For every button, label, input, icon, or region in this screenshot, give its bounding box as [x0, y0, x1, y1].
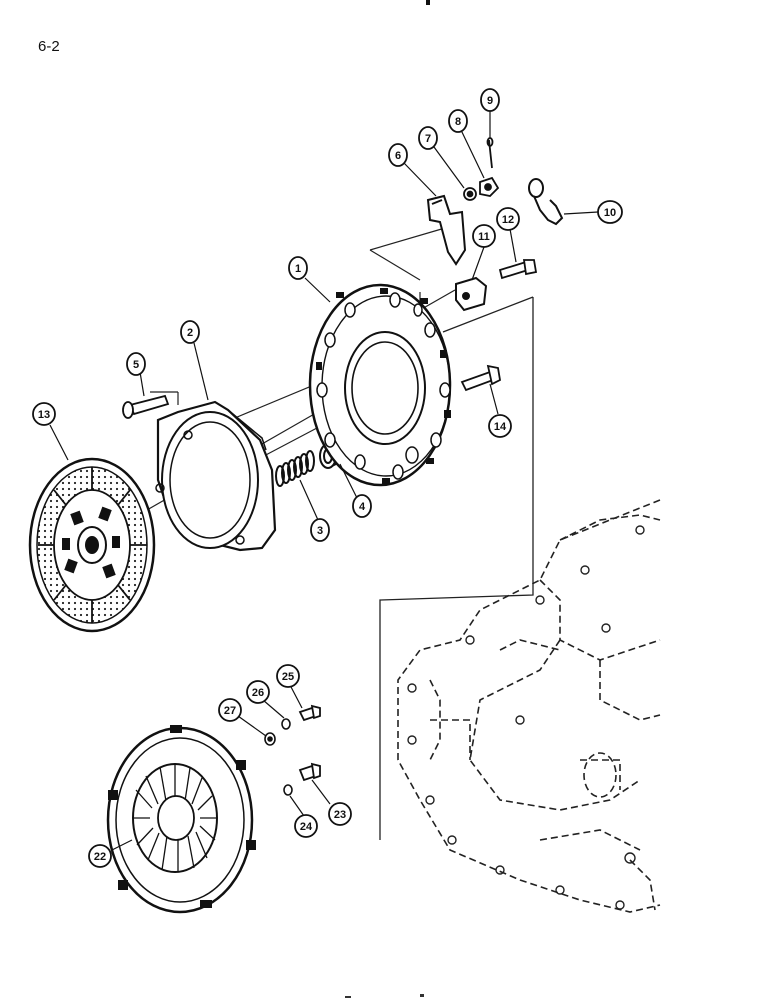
svg-text:2: 2	[187, 327, 193, 339]
svg-text:27: 27	[224, 705, 236, 717]
clutch-disc	[28, 457, 156, 633]
svg-text:3: 3	[317, 525, 323, 537]
page-number: 6-2	[38, 38, 60, 55]
callout-5: 5	[126, 352, 146, 376]
callout-14: 14	[488, 414, 512, 438]
callout-4: 4	[352, 494, 372, 518]
svg-text:23: 23	[334, 809, 346, 821]
svg-text:14: 14	[494, 421, 507, 433]
nut-8	[479, 176, 500, 197]
callout-24: 24	[294, 814, 318, 838]
leader-lines	[49, 110, 599, 851]
housing-bolt-holes	[407, 525, 645, 910]
washer-7	[463, 187, 477, 201]
spring-clip	[528, 178, 564, 226]
callout-12: 12	[496, 207, 520, 231]
callout-22: 22	[88, 844, 112, 868]
bolt-12	[498, 259, 538, 280]
svg-text:11: 11	[478, 231, 490, 243]
clutch-housing	[308, 283, 452, 487]
svg-text:6: 6	[395, 150, 401, 162]
callout-7: 7	[418, 126, 438, 150]
svg-text:24: 24	[300, 821, 313, 833]
callout-2: 2	[180, 320, 200, 344]
callout-11: 11	[472, 224, 496, 248]
svg-text:8: 8	[455, 116, 461, 128]
svg-text:7: 7	[425, 133, 431, 145]
svg-text:10: 10	[604, 207, 616, 219]
svg-text:5: 5	[133, 359, 139, 371]
callout-9: 9	[480, 88, 500, 112]
callout-27: 27	[218, 698, 242, 722]
release-plate	[155, 400, 277, 552]
callout-13: 13	[32, 402, 56, 426]
callout-23: 23	[328, 802, 352, 826]
callout-8: 8	[448, 109, 468, 133]
svg-text:4: 4	[359, 501, 366, 513]
alignment-frame	[379, 296, 534, 840]
transmission-housing	[397, 499, 661, 913]
bottom-marks	[345, 994, 424, 998]
lever	[426, 194, 467, 266]
svg-text:13: 13	[38, 409, 50, 421]
svg-text:22: 22	[94, 851, 106, 863]
svg-text:25: 25	[282, 671, 294, 683]
washer-24	[283, 784, 293, 796]
callout-10: 10	[597, 200, 623, 224]
block	[455, 276, 488, 312]
bolt-14	[460, 364, 501, 392]
svg-text:12: 12	[502, 214, 514, 226]
svg-text:1: 1	[295, 263, 301, 275]
callout-25: 25	[276, 664, 300, 688]
svg-text:9: 9	[487, 95, 493, 107]
cotter-pin-9	[486, 137, 494, 169]
spring	[275, 450, 315, 487]
washer-26	[281, 718, 291, 730]
nut-27	[264, 732, 276, 746]
pressure-plate	[106, 725, 256, 914]
callout-6: 6	[388, 143, 408, 167]
callout-1: 1	[288, 256, 308, 280]
bolt-25	[298, 704, 321, 722]
bolt-5	[122, 394, 170, 419]
callout-26: 26	[246, 680, 270, 704]
svg-text:26: 26	[252, 687, 264, 699]
callout-3: 3	[310, 518, 330, 542]
bolt-23	[298, 762, 321, 782]
